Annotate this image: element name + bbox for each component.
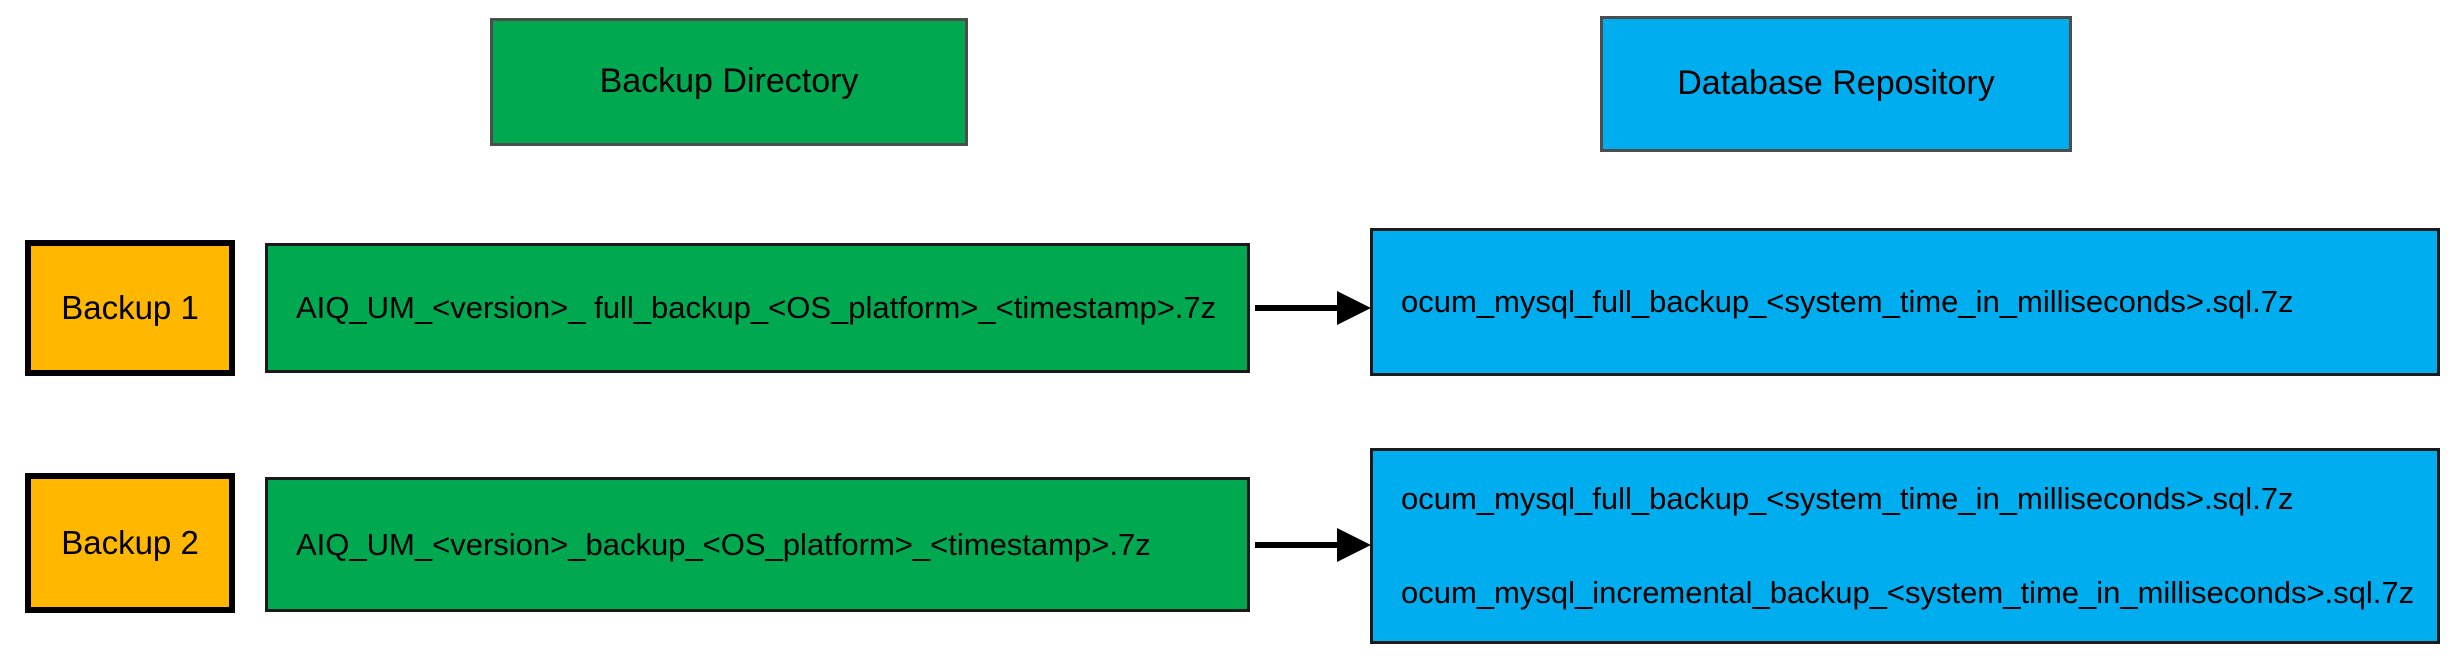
stage-box-backup-1-label: Backup 1: [61, 288, 199, 326]
column-header-database-repository: Database Repository: [1600, 16, 2072, 152]
arrow-head-icon: [1337, 291, 1371, 325]
column-header-backup-directory-label: Backup Directory: [599, 62, 859, 101]
arrow-shaft: [1255, 542, 1340, 548]
target-file-name-backup-2-incremental: ocum_mysql_incremental_backup_<system_ti…: [1401, 575, 2415, 610]
source-file-box-backup-1: AIQ_UM_<version>_ full_backup_<OS_platfo…: [265, 243, 1250, 373]
source-file-box-backup-2: AIQ_UM_<version>_backup_<OS_platform>_<t…: [265, 477, 1250, 612]
stage-box-backup-1: Backup 1: [25, 240, 235, 376]
column-header-backup-directory: Backup Directory: [490, 18, 968, 146]
column-header-database-repository-label: Database Repository: [1677, 64, 1995, 103]
source-file-name-backup-1: AIQ_UM_<version>_ full_backup_<OS_platfo…: [296, 290, 1217, 326]
stage-box-backup-2: Backup 2: [25, 473, 235, 613]
target-file-box-backup-2: ocum_mysql_full_backup_<system_time_in_m…: [1370, 448, 2440, 644]
target-file-name-backup-2-full: ocum_mysql_full_backup_<system_time_in_m…: [1401, 481, 2294, 517]
stage-box-backup-2-label: Backup 2: [61, 523, 199, 561]
source-file-name-backup-2: AIQ_UM_<version>_backup_<OS_platform>_<t…: [296, 526, 1151, 562]
arrow-head-icon: [1337, 528, 1371, 562]
arrow-shaft: [1255, 305, 1340, 311]
target-file-name-backup-1-full: ocum_mysql_full_backup_<system_time_in_m…: [1401, 284, 2294, 320]
target-file-box-backup-1: ocum_mysql_full_backup_<system_time_in_m…: [1370, 228, 2440, 376]
